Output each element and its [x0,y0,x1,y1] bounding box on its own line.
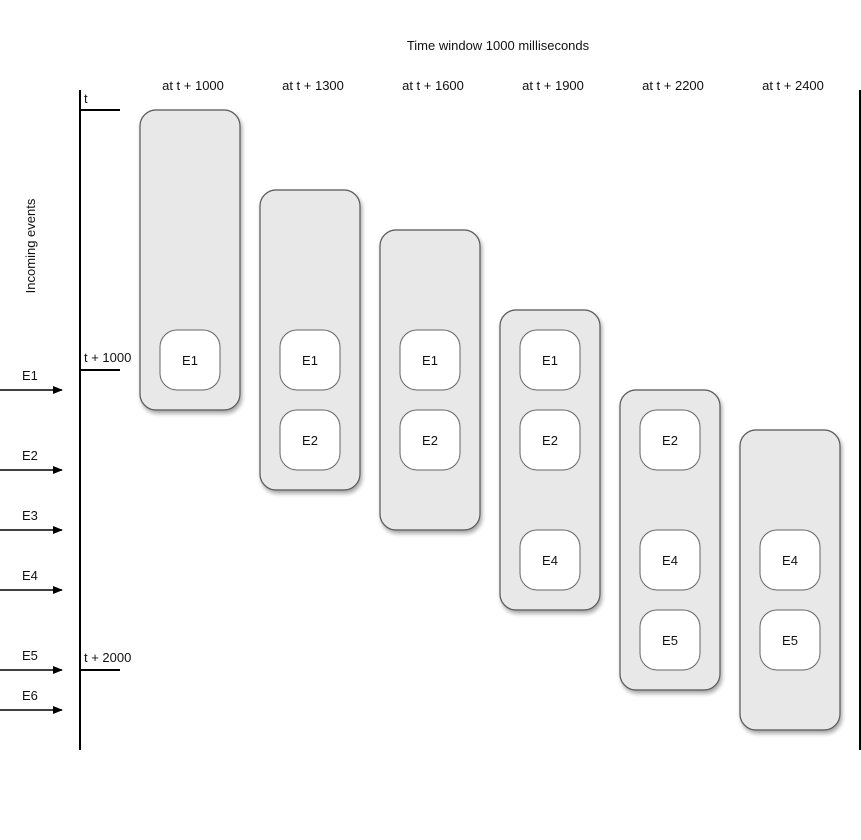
window-event: E2 [639,409,701,471]
window-event: E2 [399,409,461,471]
window-event: E1 [279,329,341,391]
window-event: E5 [639,609,701,671]
y-axis-label: Incoming events [23,198,38,293]
time-mark: t [80,91,120,111]
event-box [279,409,341,471]
window-label: at t + 1300 [282,78,344,93]
incoming-event-arrow: E6 [0,688,63,714]
incoming-event-label: E5 [22,648,38,663]
event-box [759,529,821,591]
diagram-title: Time window 1000 milliseconds [407,38,590,53]
incoming-event-arrow: E2 [0,448,63,474]
window-event: E1 [399,329,461,391]
window-label: at t + 2400 [762,78,824,93]
window-event: E2 [279,409,341,471]
event-label: E1 [182,353,198,368]
incoming-event-label: E1 [22,368,38,383]
event-label: E4 [542,553,558,568]
event-label: E2 [302,433,318,448]
incoming-event-label: E6 [22,688,38,703]
incoming-event-arrow: E3 [0,508,63,534]
window-event: E5 [759,609,821,671]
window-event: E4 [639,529,701,591]
window-label: at t + 1000 [162,78,224,93]
window-event: E1 [159,329,221,391]
incoming-event-label: E4 [22,568,38,583]
event-box [519,529,581,591]
event-label: E1 [542,353,558,368]
window-event: E4 [519,529,581,591]
event-box [159,329,221,391]
event-label: E5 [782,633,798,648]
incoming-event-label: E3 [22,508,38,523]
window-event: E2 [519,409,581,471]
event-box [399,409,461,471]
event-label: E2 [422,433,438,448]
event-box [519,409,581,471]
window-label: at t + 1600 [402,78,464,93]
event-label: E1 [422,353,438,368]
window-event: E1 [519,329,581,391]
window-label: at t + 1900 [522,78,584,93]
incoming-event-arrow: E1 [0,368,63,394]
window-label: at t + 2200 [642,78,704,93]
event-box [399,329,461,391]
event-label: E2 [542,433,558,448]
incoming-event-label: E2 [22,448,38,463]
time-mark-label: t + 2000 [84,650,131,665]
time-mark: t + 2000 [80,650,131,671]
window-event: E4 [759,529,821,591]
incoming-event-arrow: E5 [0,648,63,674]
time-mark: t + 1000 [80,350,131,371]
event-box [639,529,701,591]
event-box [279,329,341,391]
event-label: E1 [302,353,318,368]
time-mark-label: t [84,91,88,106]
time-mark-label: t + 1000 [84,350,131,365]
incoming-event-arrow: E4 [0,568,63,594]
event-box [519,329,581,391]
event-label: E5 [662,633,678,648]
event-box [639,409,701,471]
event-label: E4 [782,553,798,568]
event-label: E4 [662,553,678,568]
event-box [639,609,701,671]
event-box [759,609,821,671]
event-label: E2 [662,433,678,448]
